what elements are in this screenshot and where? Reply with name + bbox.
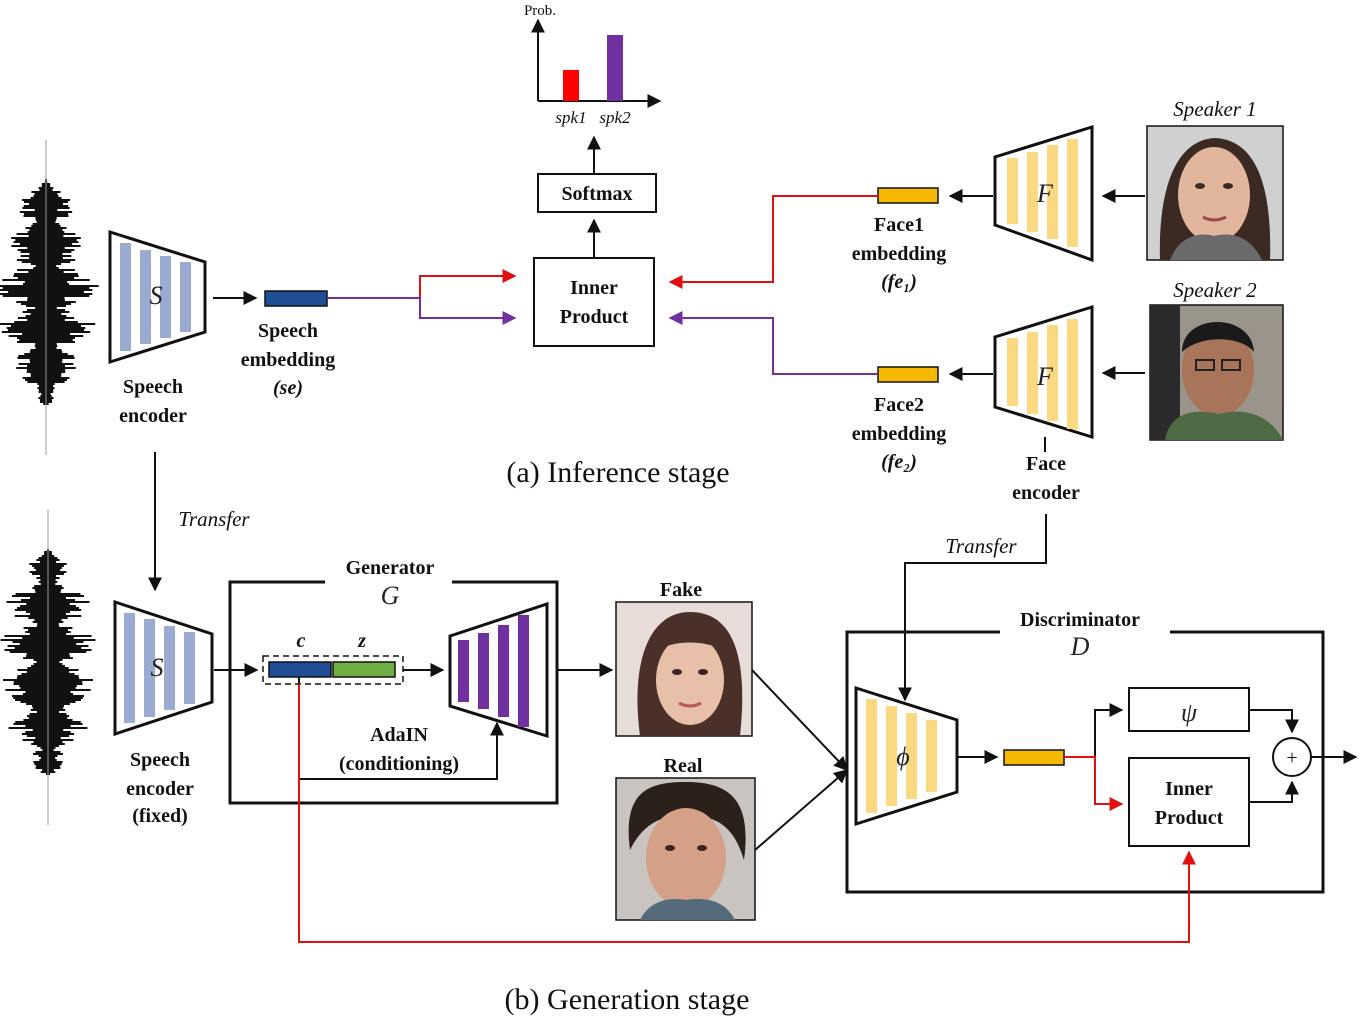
face-encoder-top: F [993,124,1094,263]
probability-chart: Prob. spk1 spk2 [524,3,662,127]
speech-encoder-fixed: S [113,599,214,737]
inference-caption: (a) Inference stage [506,456,729,489]
inner-product-label-2: Product [560,306,629,328]
c-label: c [297,630,306,652]
face1-label-3: (fe₁) [881,271,917,293]
softmax-box [537,173,657,213]
arrow-inner-to-sum [1249,780,1299,803]
face1-label-1: Face1 [874,214,924,236]
speech-encoder-fixed-symbol: S [151,653,164,682]
speech-embedding-label-1: Speech [258,320,318,342]
discriminator-title: Discriminator [1020,609,1140,631]
face2-embedding-bar [877,366,939,383]
face-encoder-label-1: Face [1026,453,1066,475]
face-encoder-mid-symbol: F [1036,362,1054,391]
speech-waveform-bottom [0,510,96,825]
face-encoder-mid: F [993,304,1094,440]
generator-network [448,601,549,739]
arrow-condition-to-inner [298,684,1196,943]
softmax-label: Softmax [561,183,632,205]
prob-tick-spk2: spk2 [599,108,631,127]
disc-embedding-bar [1003,749,1065,766]
speech-encoder-symbol: S [150,281,163,310]
speech-encoder-top: S [108,229,207,365]
speech-embedding-label-2: embedding [241,349,335,371]
prob-bar-spk2 [607,35,623,101]
c-embedding-bar [268,661,332,678]
arrow-fake-to-disc [751,669,848,772]
face-encoder-top-symbol: F [1036,179,1054,208]
fake-face-photo [615,601,753,737]
real-label: Real [664,755,703,777]
real-face-photo [615,777,756,921]
arrow-real-to-disc [754,769,849,851]
speech-encoder-fixed-label-2: encoder [126,778,194,800]
inner-product-bottom-label-1: Inner [1165,778,1213,800]
arrow-face2-to-inner [668,311,878,375]
face1-label-2: embedding [852,243,946,265]
inner-product-label-1: Inner [570,277,618,299]
fake-label: Fake [660,579,702,601]
speaker2-photo [1149,304,1284,441]
inner-product-bottom-label-2: Product [1155,807,1224,829]
speech-encoder-fixed-label-1: Speech [130,749,190,771]
adain-label-1: AdaIN [370,724,428,746]
arrow-embed-to-inner [1064,756,1124,811]
face-encoder-label-2: encoder [1012,482,1080,504]
speech-encoder-fixed-label-3: (fixed) [132,805,188,827]
arrow-purple-to-inner [419,298,517,325]
generator-title: Generator [346,557,435,579]
arrow-embed-to-psi [1064,703,1124,758]
generator-box [228,580,559,805]
prob-tick-spk1: spk1 [555,108,586,127]
adain-label-2: (conditioning) [339,753,459,775]
arrow-face1-to-inner [668,195,878,289]
arrow-red-to-inner [419,269,517,298]
generation-caption: (b) Generation stage [505,983,750,1016]
speech-waveform-top [0,140,99,455]
phi-encoder: ϕ [854,685,959,827]
face2-label-2: embedding [852,423,946,445]
chart-ylabel: Prob. [524,3,556,19]
discriminator-symbol: D [1070,632,1090,661]
speaker1-photo [1146,125,1284,261]
transfer-left-label: Transfer [178,507,250,531]
speech-embedding-bar [264,290,328,307]
speech-encoder-label-2: encoder [119,405,187,427]
speech-encoder-label: Speech [123,376,183,398]
z-label: z [357,630,366,652]
face1-embedding-bar [877,187,939,204]
phi-symbol: ϕ [896,742,909,771]
z-noise-bar [332,661,396,678]
arrow-psi-to-sum [1249,709,1299,734]
speech-embedding-label-3: (se) [273,377,303,399]
face2-label-3: (fe₂) [881,451,917,473]
transfer-right-label: Transfer [945,534,1017,558]
speaker1-label: Speaker 1 [1173,97,1256,121]
prob-bar-spk1 [563,69,579,101]
sum-plus-sign: + [1286,747,1297,769]
inner-product-box-top [533,257,655,347]
speaker2-label: Speaker 2 [1173,278,1257,302]
generator-symbol: G [381,581,400,610]
face2-label-1: Face2 [874,394,924,416]
psi-symbol: ψ [1181,698,1198,727]
discriminator-box [845,630,1325,894]
inner-product-box-bottom [1128,757,1250,847]
